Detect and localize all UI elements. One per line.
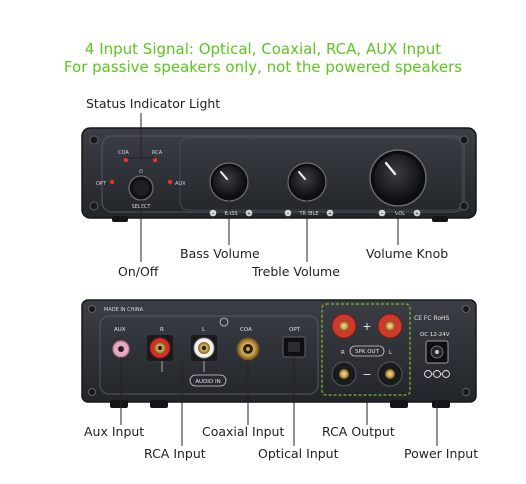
spk-l-label: L xyxy=(389,350,393,356)
rear-callout-lines xyxy=(120,357,438,446)
gear-mark-icon xyxy=(219,317,229,327)
vol-label: VOL xyxy=(395,211,405,217)
svg-text:+: + xyxy=(328,211,332,217)
screw-icon xyxy=(89,201,99,211)
callout-rca-input: RCA Input xyxy=(144,446,206,461)
svg-text:−: − xyxy=(286,211,290,217)
volume-knob[interactable] xyxy=(369,149,427,207)
vol-plus-icon xyxy=(413,209,421,217)
rca-in-l-label: L xyxy=(202,327,206,333)
aux-label: AUX xyxy=(114,327,126,333)
screw-icon xyxy=(459,201,469,211)
callout-aux-input: Aux Input xyxy=(84,424,145,439)
svg-text:+: + xyxy=(247,211,251,217)
rca-in-r-label: R xyxy=(160,327,164,333)
bass-label: BASS xyxy=(224,211,237,217)
bass-plus-icon xyxy=(245,209,253,217)
power-symbol-icon: ⏻ xyxy=(139,169,143,175)
spk-out-label: SPK OUT xyxy=(355,349,380,355)
svg-text:+: + xyxy=(415,211,419,217)
bass-minus-icon xyxy=(209,209,217,217)
headline-line-2: For passive speakers only, not the power… xyxy=(63,58,463,76)
bass-knob[interactable] xyxy=(209,162,249,202)
led-label-opt: OPT xyxy=(96,181,107,187)
callout-rca-output: RCA Output xyxy=(322,424,395,439)
led-coa-icon xyxy=(123,157,129,163)
headline-line-1: 4 Input Signal: Optical, Coaxial, RCA, A… xyxy=(84,40,442,58)
led-opt-icon xyxy=(109,179,115,185)
made-in-label: MADE IN CHINA xyxy=(104,307,144,313)
led-rca-icon xyxy=(152,157,158,163)
screw-icon xyxy=(462,305,470,313)
treble-plus-icon xyxy=(326,209,334,217)
led-aux-icon xyxy=(167,179,173,185)
cert-marks: CE FC RoHS xyxy=(414,315,450,322)
callout-optical-input: Optical Input xyxy=(258,446,339,461)
callout-on-off: On/Off xyxy=(118,264,159,279)
spk-out-badge xyxy=(349,345,385,357)
coa-label: COA xyxy=(240,327,252,333)
svg-text:−: − xyxy=(211,211,215,217)
callout-power-input: Power Input xyxy=(404,446,479,461)
callout-status-light: Status Indicator Light xyxy=(86,96,221,111)
spk-plus-sign: + xyxy=(362,320,371,333)
callout-volume-knob: Volume Knob xyxy=(366,246,449,261)
callout-treble-volume: Treble Volume xyxy=(252,264,340,279)
screw-icon xyxy=(462,388,470,396)
screw-icon xyxy=(459,135,469,145)
polarity-icon xyxy=(424,370,450,378)
front-callout-lines xyxy=(126,113,399,262)
screw-icon xyxy=(88,388,96,396)
spk-r-label: R xyxy=(341,350,345,356)
audio-in-badge xyxy=(189,374,227,387)
dc-voltage-label: DC 12-24V xyxy=(420,332,450,338)
led-label-aux: AUX xyxy=(175,181,186,187)
treble-minus-icon xyxy=(284,209,292,217)
front-panel: COA RCA OPT AUX ⏻ SELECT − BASS + − TREB… xyxy=(81,127,477,222)
opt-label: OPT xyxy=(289,327,301,333)
svg-text:−: − xyxy=(380,211,384,217)
screw-icon xyxy=(89,135,99,145)
callout-bass-volume: Bass Volume xyxy=(180,246,260,261)
treble-knob[interactable] xyxy=(287,162,327,202)
led-label-rca: RCA xyxy=(152,150,163,156)
screw-icon xyxy=(88,305,96,313)
led-label-coa: COA xyxy=(118,150,129,156)
speaker-out-highlight xyxy=(321,303,411,396)
rear-panel: MADE IN CHINA AUX R L AUDIO IN COA xyxy=(81,299,477,408)
spk-minus-sign: − xyxy=(362,368,371,381)
callout-coaxial-input: Coaxial Input xyxy=(202,424,285,439)
treble-label: TREBLE xyxy=(298,211,318,217)
audio-in-label: AUDIO IN xyxy=(195,379,220,385)
vol-minus-icon xyxy=(378,209,386,217)
